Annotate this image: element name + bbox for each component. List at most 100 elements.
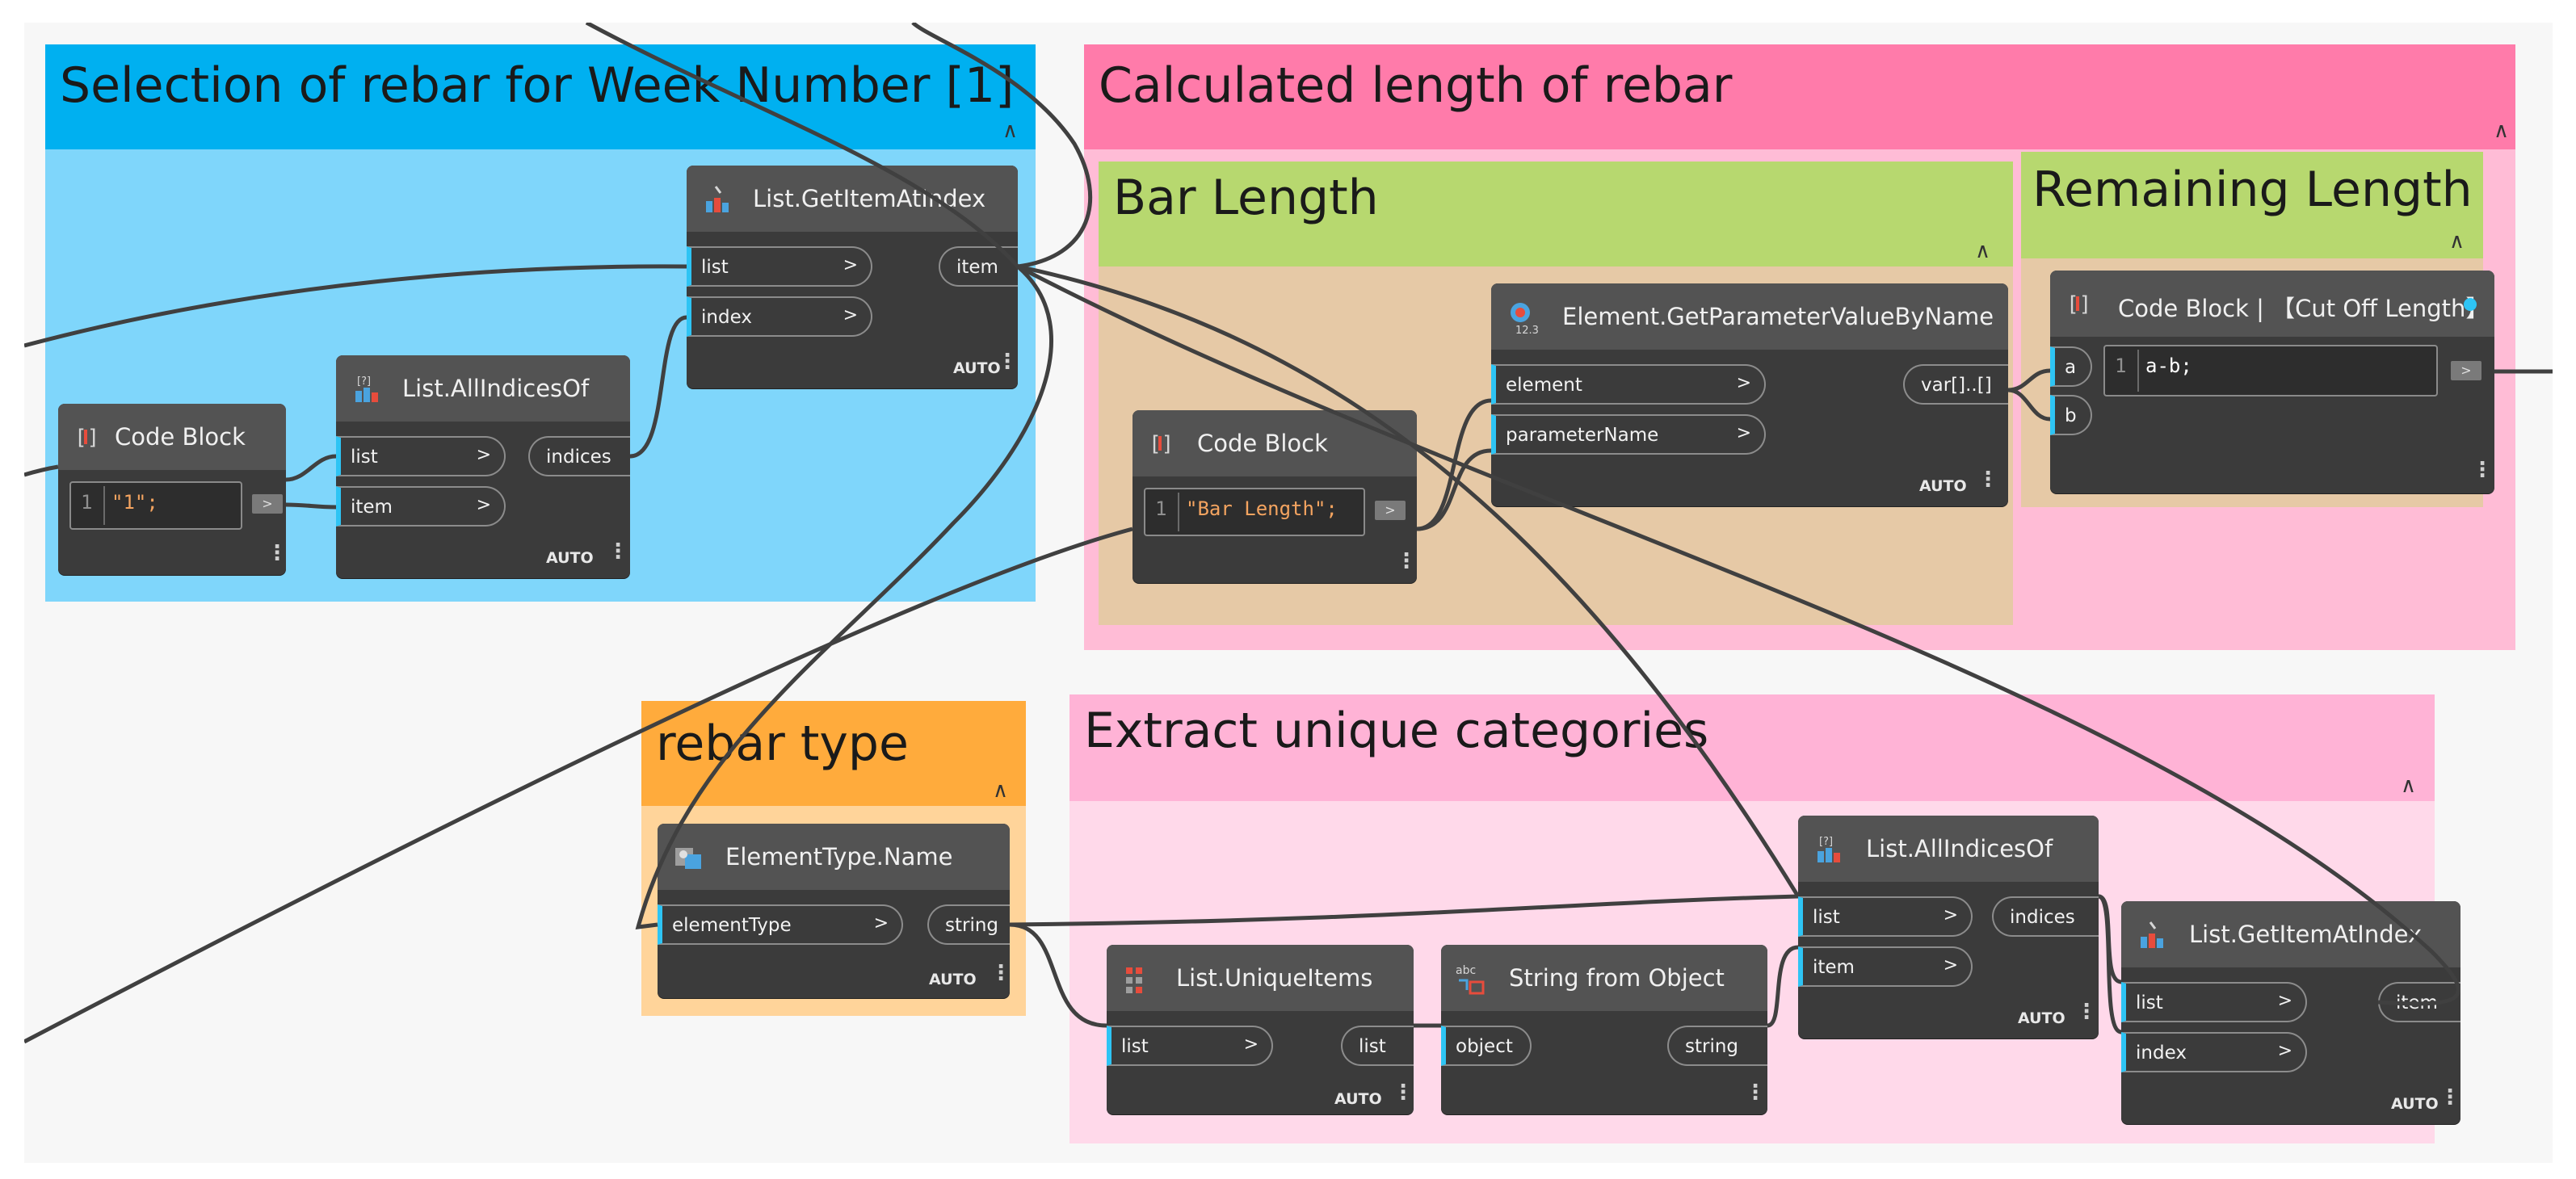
node-title: List.AllIndicesOf [402,375,590,402]
output-port-string[interactable]: string [927,904,1010,945]
lacing-label[interactable]: AUTO [2391,1095,2439,1113]
list-getitem-icon [703,183,735,216]
more-options-icon[interactable]: ⋮ [997,350,1018,374]
output-port-indices[interactable]: indices [528,436,630,476]
code-text: "Bar Length"; [1186,497,1338,520]
input-port-parametername[interactable]: parameterName> [1491,414,1766,455]
list-allindicesof-node[interactable]: [?] List.AllIndicesOf list> item> indice… [336,355,630,578]
lacing-label[interactable]: AUTO [1919,477,1967,495]
input-port-item[interactable]: item> [336,486,506,527]
code-block-node[interactable]: [] Code Block 1 "1"; > ⋮ [58,404,288,575]
lacing-label[interactable]: AUTO [546,549,594,567]
group-title: Remaining Length [2032,162,2473,218]
output-port-item[interactable]: item [2378,982,2460,1022]
lacing-label[interactable]: AUTO [929,971,977,988]
more-options-icon[interactable]: ⋮ [990,961,1011,985]
code-text: "1"; [111,491,158,514]
input-port-index[interactable]: index> [687,296,872,337]
list-getitematindex-node[interactable]: List.GetItemAtIndex list> index> item AU… [687,166,1018,388]
input-port-list[interactable]: list> [336,436,506,476]
input-port-list[interactable]: list> [1107,1026,1273,1066]
node-title: Code Block | 【Cut Off Length】 [2118,295,2490,322]
list-uniqueitems-node[interactable]: List.UniqueItems list> list AUTO ⋮ [1107,945,1414,1114]
group-title: Calculated length of rebar [1099,57,1733,114]
more-options-icon[interactable]: ⋮ [2439,1085,2460,1110]
lacing-label[interactable]: AUTO [1334,1090,1382,1108]
node-title: Element.GetParameterValueByName [1562,303,1994,330]
more-options-icon[interactable]: ⋮ [1745,1080,1766,1105]
element-getparametervaluebyname-node[interactable]: 12.3 Element.GetParameterValueByName ele… [1491,283,2008,506]
code-text: a-b; [2145,355,2192,377]
line-number: 1 [81,491,93,514]
node-title: ElementType.Name [725,843,953,871]
group-title: Extract unique categories [1084,703,1709,759]
element-parameter-icon: 12.3 [1507,301,1540,337]
more-options-icon[interactable]: ⋮ [607,539,628,564]
input-port-index[interactable]: index> [2121,1032,2307,1072]
svg-text:[?]: [?] [357,376,371,388]
input-port-b[interactable]: b [2050,395,2092,435]
node-title: String from Object [1509,964,1725,992]
dynamo-canvas[interactable]: Selection of rebar for Week Number [1] ∧… [24,23,2553,1163]
list-query-icon: [?] [1814,833,1847,866]
svg-text:[?]: [?] [1819,836,1833,848]
list-getitematindex-node-2[interactable]: List.GetItemAtIndex list> index> item AU… [2121,901,2460,1124]
more-options-icon[interactable]: ⋮ [1393,1080,1414,1105]
code-editor[interactable]: 1 "Bar Length"; [1144,488,1365,536]
elementtype-name-node[interactable]: ElementType.Name elementType> string AUT… [658,824,1011,998]
more-options-icon[interactable]: ⋮ [1396,549,1417,573]
input-port-a[interactable]: a [2050,346,2092,387]
code-editor[interactable]: 1 "1"; [69,481,242,530]
code-block-cut-off-length-node[interactable]: [] Code Block | 【Cut Off Length】 a b 1 a… [2050,271,2494,493]
code-block-icon: [] [2066,288,2099,321]
more-options-icon[interactable]: ⋮ [2472,458,2493,482]
string-from-object-node[interactable]: abc String from Object object string ⋮ [1441,945,1767,1114]
group-title: Selection of rebar for Week Number [1] [60,57,1015,114]
list-query-icon: [?] [352,373,385,405]
output-port-button[interactable]: > [252,494,283,514]
node-title: List.GetItemAtIndex [753,185,986,212]
more-options-icon[interactable]: ⋮ [2076,1000,2097,1024]
lacing-label[interactable]: AUTO [953,359,1001,377]
more-options-icon[interactable]: ⋮ [1977,468,1998,492]
code-block-bar-length-node[interactable]: [] Code Block 1 "Bar Length"; > ⋮ [1133,410,1417,583]
line-number: 1 [2115,355,2127,377]
status-dot [2464,298,2477,311]
collapse-icon[interactable]: ∧ [1002,119,1019,143]
output-port-button[interactable]: > [2451,361,2481,380]
collapse-icon[interactable]: ∧ [993,778,1009,803]
input-port-list[interactable]: list> [687,246,872,287]
line-number: 1 [1155,497,1167,520]
code-editor[interactable]: 1 a-b; [2103,345,2438,396]
input-port-list[interactable]: list> [2121,982,2307,1022]
output-port-item[interactable]: item [939,246,1018,287]
collapse-icon[interactable]: ∧ [2401,774,2417,798]
element-type-icon [674,841,706,874]
more-options-icon[interactable]: ⋮ [267,541,288,565]
code-block-icon: [] [1149,428,1181,460]
collapse-icon[interactable]: ∧ [2449,229,2465,254]
list-getitem-icon [2137,919,2170,951]
node-title: List.UniqueItems [1176,964,1373,992]
node-title: Code Block [1197,430,1328,457]
group-title: rebar type [656,715,909,772]
node-title: List.AllIndicesOf [1866,835,2053,862]
list-allindicesof-node-2[interactable]: [?] List.AllIndicesOf list> item> indice… [1798,816,2099,1038]
input-port-object[interactable]: object [1441,1026,1532,1066]
collapse-icon[interactable]: ∧ [1975,239,1991,263]
output-port-button[interactable]: > [1375,501,1406,520]
output-port-string[interactable]: string [1667,1026,1767,1066]
output-port-var[interactable]: var[]..[] [1903,364,2008,405]
node-title: List.GetItemAtIndex [2189,921,2423,948]
input-port-list[interactable]: list> [1798,896,1973,937]
input-port-elementtype[interactable]: elementType> [658,904,903,945]
output-port-indices[interactable]: indices [1992,896,2099,937]
node-title: Code Block [115,423,246,451]
unique-items-icon [1123,963,1155,995]
output-port-list[interactable]: list [1341,1026,1414,1066]
input-port-item[interactable]: item> [1798,946,1973,987]
lacing-label[interactable]: AUTO [2018,1009,2065,1027]
collapse-icon[interactable]: ∧ [2494,119,2510,143]
svg-text:12.3: 12.3 [1515,325,1539,337]
input-port-element[interactable]: element> [1491,364,1766,405]
